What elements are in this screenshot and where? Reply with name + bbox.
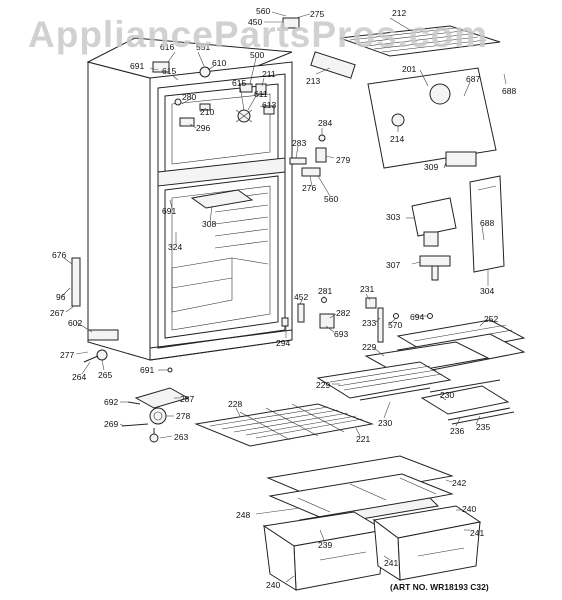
callout-248: 248 [236, 510, 250, 520]
crisper-pans-group [262, 505, 482, 591]
refrigerator-cabinet [71, 37, 293, 363]
callout-229-upper: 229 [362, 342, 376, 352]
callout-616: 616 [160, 42, 174, 52]
callout-239: 239 [318, 540, 332, 550]
callout-212: 212 [392, 8, 406, 18]
callout-687: 687 [466, 74, 480, 84]
callout-691-top: 691 [130, 61, 144, 71]
evaporator-cover-group [282, 17, 501, 177]
callout-201: 201 [402, 64, 416, 74]
callout-277: 277 [60, 350, 74, 360]
callout-284: 284 [318, 118, 332, 128]
callout-242: 242 [452, 478, 466, 488]
callout-615-mid: 615 [232, 78, 246, 88]
callout-281: 281 [318, 286, 332, 296]
callout-265: 265 [98, 370, 112, 380]
wire-shelf-228 [194, 403, 374, 447]
leader-lines [61, 11, 507, 583]
callout-309: 309 [424, 162, 438, 172]
callout-324: 324 [168, 242, 182, 252]
callout-221: 221 [356, 434, 370, 444]
callout-615-top: 615 [162, 66, 176, 76]
callout-276: 276 [302, 183, 316, 193]
callout-275: 275 [310, 9, 324, 19]
callout-303: 303 [386, 212, 400, 222]
callout-96: 96 [56, 292, 66, 302]
callout-296: 296 [196, 123, 210, 133]
callout-252: 252 [484, 314, 498, 324]
callout-264: 264 [72, 372, 86, 382]
art-number: (ART NO. WR18193 C32) [390, 582, 489, 592]
callout-267: 267 [50, 308, 64, 318]
callout-235: 235 [476, 422, 490, 432]
callout-233: 233 [362, 318, 376, 328]
callout-691-bottom: 691 [140, 365, 154, 375]
callout-280: 280 [182, 92, 196, 102]
air-duct-group [411, 175, 505, 281]
callout-213: 213 [306, 76, 320, 86]
callout-labels: 560 275 450 212 616 551 691 615 500 610 … [50, 6, 516, 592]
callout-241-right: 241 [470, 528, 484, 538]
callout-308: 308 [202, 219, 216, 229]
callout-240-bottom: 240 [266, 580, 280, 590]
callout-560-mid: 560 [324, 194, 338, 204]
callout-229-lower: 229 [316, 380, 330, 390]
callout-560-top: 560 [256, 6, 270, 16]
callout-551: 551 [196, 42, 210, 52]
callout-230-left: 230 [378, 418, 392, 428]
callout-294: 294 [276, 338, 290, 348]
callout-210: 210 [200, 107, 214, 117]
callout-450: 450 [248, 17, 262, 27]
callout-230-right: 230 [440, 390, 454, 400]
callout-570: 570 [388, 320, 402, 330]
callout-211: 211 [262, 69, 276, 79]
callout-287: 287 [180, 394, 194, 404]
callout-676: 676 [52, 250, 66, 260]
callout-283: 283 [292, 138, 306, 148]
callout-269: 269 [104, 419, 118, 429]
callout-500: 500 [250, 50, 264, 60]
callout-263: 263 [174, 432, 188, 442]
callout-613: 613 [262, 100, 276, 110]
callout-694: 694 [410, 312, 424, 322]
callout-692: 692 [104, 397, 118, 407]
callout-214: 214 [390, 134, 404, 144]
callout-279: 279 [336, 155, 350, 165]
callout-602: 602 [68, 318, 82, 328]
callout-452: 452 [294, 292, 308, 302]
callout-691-mid: 691 [162, 206, 176, 216]
callout-278: 278 [176, 411, 190, 421]
callout-304: 304 [480, 286, 494, 296]
callout-688-mid: 688 [480, 218, 494, 228]
callout-240-right: 240 [462, 504, 476, 514]
callout-693: 693 [334, 329, 348, 339]
bottom-hardware-group [121, 367, 190, 443]
callout-241-mid: 241 [384, 558, 398, 568]
callout-231: 231 [360, 284, 374, 294]
callout-610: 610 [212, 58, 226, 68]
callout-282: 282 [336, 308, 350, 318]
callout-611: 611 [254, 89, 268, 99]
shelves-group [316, 319, 526, 425]
callout-228: 228 [228, 399, 242, 409]
callout-688-top: 688 [502, 86, 516, 96]
callout-236: 236 [450, 426, 464, 436]
callout-307: 307 [386, 260, 400, 270]
